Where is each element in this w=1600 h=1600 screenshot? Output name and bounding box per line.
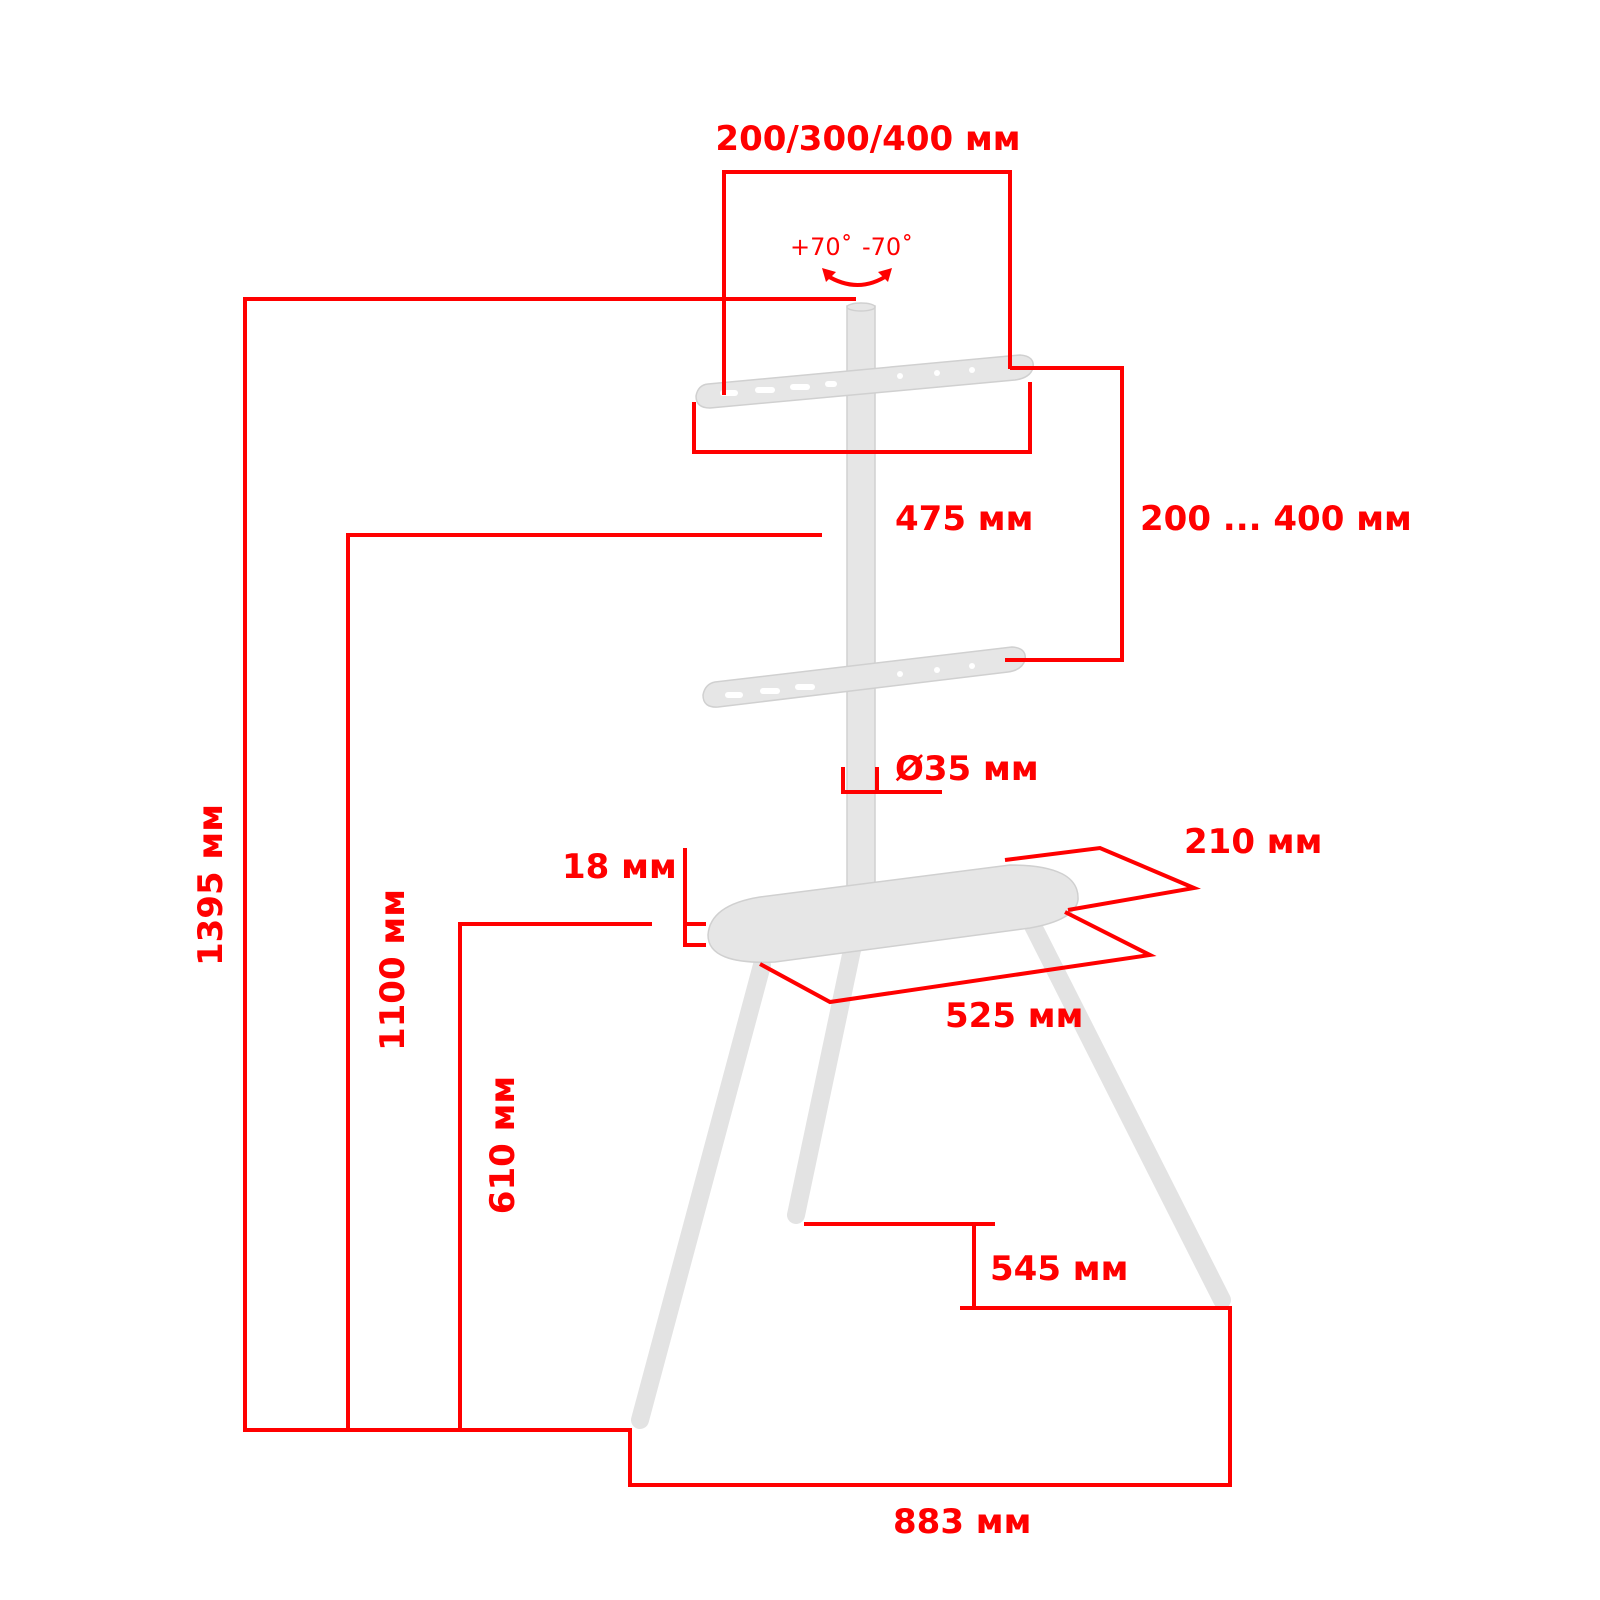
upper-bracket (695, 354, 1034, 409)
leg-left (631, 956, 771, 1429)
lower-bracket (702, 646, 1026, 708)
vesa-height-label: 200 ... 400 мм (1140, 499, 1412, 539)
pole-diameter-label: Ø35 мм (895, 749, 1039, 789)
pole (846, 305, 876, 887)
tv-stand (631, 302, 1231, 1429)
leg-right (1021, 911, 1231, 1309)
total-height-label: 1395 мм (191, 804, 231, 966)
shelf-width-label: 525 мм (945, 996, 1083, 1036)
bracket-width-label: 475 мм (895, 499, 1033, 539)
shelf (707, 864, 1079, 964)
tilt-arrow (824, 273, 890, 287)
leg-offset-label: 545 мм (990, 1249, 1128, 1289)
shelf-depth-label: 210 мм (1184, 822, 1322, 862)
vesa-width-label: 200/300/400 мм (715, 119, 1020, 159)
tilt-minus-label: -70˚ (862, 233, 913, 261)
leg-back (787, 941, 861, 1224)
base-width-label: 883 мм (893, 1502, 1031, 1542)
bracket-height-label: 1100 мм (373, 889, 413, 1051)
tilt-plus-label: +70˚ (790, 233, 853, 261)
shelf-thickness-label: 18 мм (562, 847, 677, 887)
shelf-height-label: 610 мм (483, 1076, 523, 1214)
dimension-lines (243, 170, 1232, 1487)
